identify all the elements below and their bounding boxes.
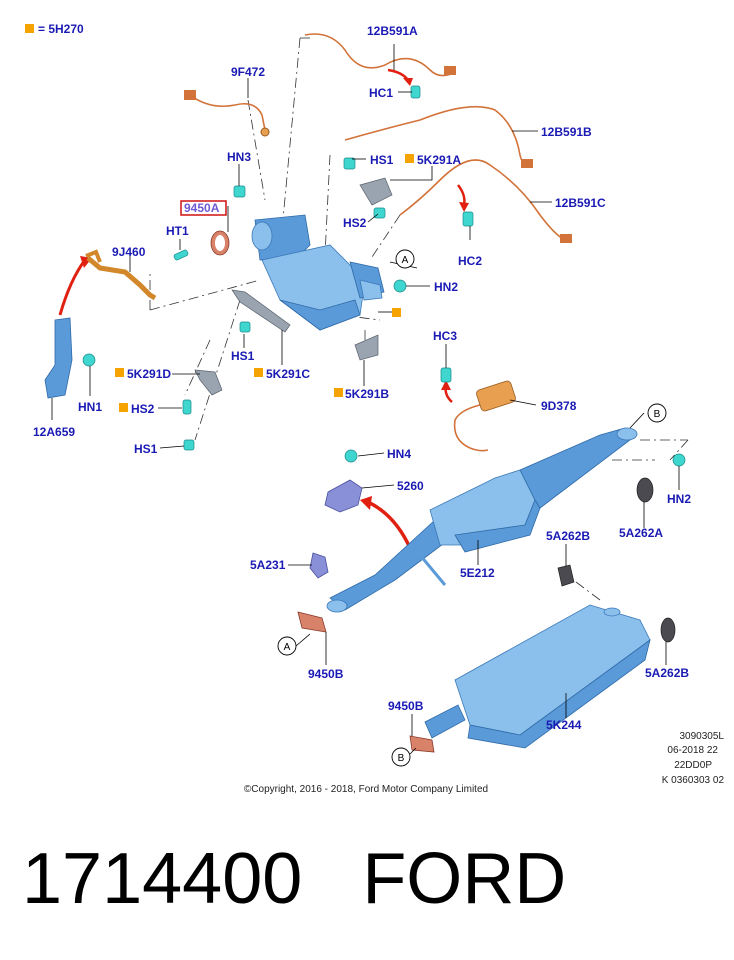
callout-b-low (391, 747, 411, 767)
reference-codes: 3090305L 06-2018 22 22DD0P K 0360303 02 (662, 731, 725, 786)
callout-b-top-text: B (654, 409, 661, 420)
catalytic-converter (251, 214, 385, 331)
gasket-9450b-low (409, 735, 435, 753)
label-5a231: 5A231 (250, 558, 286, 572)
gasket-9450b-mid (297, 611, 327, 633)
label-hn2-top: HN2 (434, 280, 458, 294)
label-5260: 5260 (397, 479, 424, 493)
label-ht1: HT1 (166, 224, 189, 238)
label-5k291c: 5K291C (266, 367, 310, 381)
label-12b591c: 12B591C (555, 196, 606, 210)
bracket-5k291b (354, 334, 379, 361)
label-9d378: 9D378 (541, 399, 577, 413)
callout-a-low (277, 636, 297, 656)
legend-marker-5k291b (334, 388, 343, 397)
label-5a262a: 5A262A (619, 526, 663, 540)
bracket-5k291c (231, 289, 291, 333)
copyright-text: ©Copyright, 2016 - 2018, Ford Motor Comp… (244, 784, 488, 795)
label-hn1: HN1 (78, 400, 102, 414)
label-9j460: 9J460 (112, 245, 146, 259)
resonator-5e212 (326, 427, 638, 613)
muffler-5k244 (424, 604, 651, 749)
bracket-12a659 (44, 317, 73, 399)
part-number: 1714400 (22, 839, 303, 919)
label-5e212: 5E212 (460, 566, 495, 580)
ref-code-3: 22DD0P (674, 760, 712, 771)
label-5k291d: 5K291D (127, 367, 171, 381)
exhaust-parts-diagram: = 5H270 (25, 22, 725, 795)
leader-lines (51, 44, 680, 755)
legend-marker-hs2 (119, 403, 128, 412)
dash-leaders (149, 37, 689, 601)
label-12a659: 12A659 (33, 425, 75, 439)
label-hc1: HC1 (369, 86, 393, 100)
label-hc3: HC3 (433, 329, 457, 343)
callout-b-low-text: B (398, 753, 405, 764)
label-12b591b: 12B591B (541, 125, 592, 139)
hanger-5a262a (636, 477, 654, 503)
label-5k291a: 5K291A (417, 153, 461, 167)
label-hs2-top: HS2 (343, 216, 367, 230)
callout-a-top (395, 249, 415, 269)
sensor-9d378 (476, 380, 516, 412)
part-number-caption: 1714400 FORD (22, 838, 566, 920)
ref-code-2: 06-2018 22 (667, 745, 718, 756)
callout-a-top-text: A (402, 255, 409, 266)
legend-text: = 5H270 (38, 22, 84, 36)
label-9450a: 9450A (184, 201, 220, 215)
legend-marker-5k291a (405, 154, 414, 163)
highlight-box-9450a (180, 200, 227, 216)
ref-code-4: K 0360303 02 (662, 775, 725, 786)
legend-swatch (25, 24, 34, 33)
hanger-5a262b-top (557, 564, 575, 587)
sensor-wires (184, 33, 572, 452)
legend-marker-5k291d (115, 368, 124, 377)
clamp-5a231 (309, 552, 329, 579)
label-hn4: HN4 (387, 447, 411, 461)
tube-9j460 (86, 256, 157, 301)
label-hs1-top: HS1 (370, 153, 394, 167)
label-9450b-low: 9450B (388, 699, 424, 713)
legend-marker-5k291c (254, 368, 263, 377)
label-hn2-right: HN2 (667, 492, 691, 506)
fasteners (82, 85, 686, 467)
brand-name: FORD (362, 839, 567, 919)
label-hn3: HN3 (227, 150, 251, 164)
isolator-5260 (324, 479, 363, 513)
label-9450b-mid: 9450B (308, 667, 344, 681)
label-hc2: HC2 (458, 254, 482, 268)
label-9f472: 9F472 (231, 65, 265, 79)
bracket-5k291a (359, 177, 393, 206)
label-hs1-mid: HS1 (231, 349, 255, 363)
hanger-5a262b-right (660, 617, 676, 643)
label-5a262b-top: 5A262B (546, 529, 590, 543)
callout-b-top (647, 403, 667, 423)
legend-marker-cat (392, 308, 401, 317)
ref-code-1: 3090305L (680, 731, 725, 742)
label-5k244: 5K244 (546, 718, 582, 732)
label-5a262b-right: 5A262B (645, 666, 689, 680)
bracket-5k291d (194, 369, 223, 396)
label-hs1-low: HS1 (134, 442, 158, 456)
label-12b591a: 12B591A (367, 24, 418, 38)
label-hs2-low: HS2 (131, 402, 155, 416)
callout-a-low-text: A (284, 642, 291, 653)
callouts: A A B B (277, 249, 667, 767)
label-5k291b: 5K291B (345, 387, 389, 401)
part-labels: 12B591A HC1 9F472 12B591B HN3 HS1 5K291A… (33, 24, 691, 732)
